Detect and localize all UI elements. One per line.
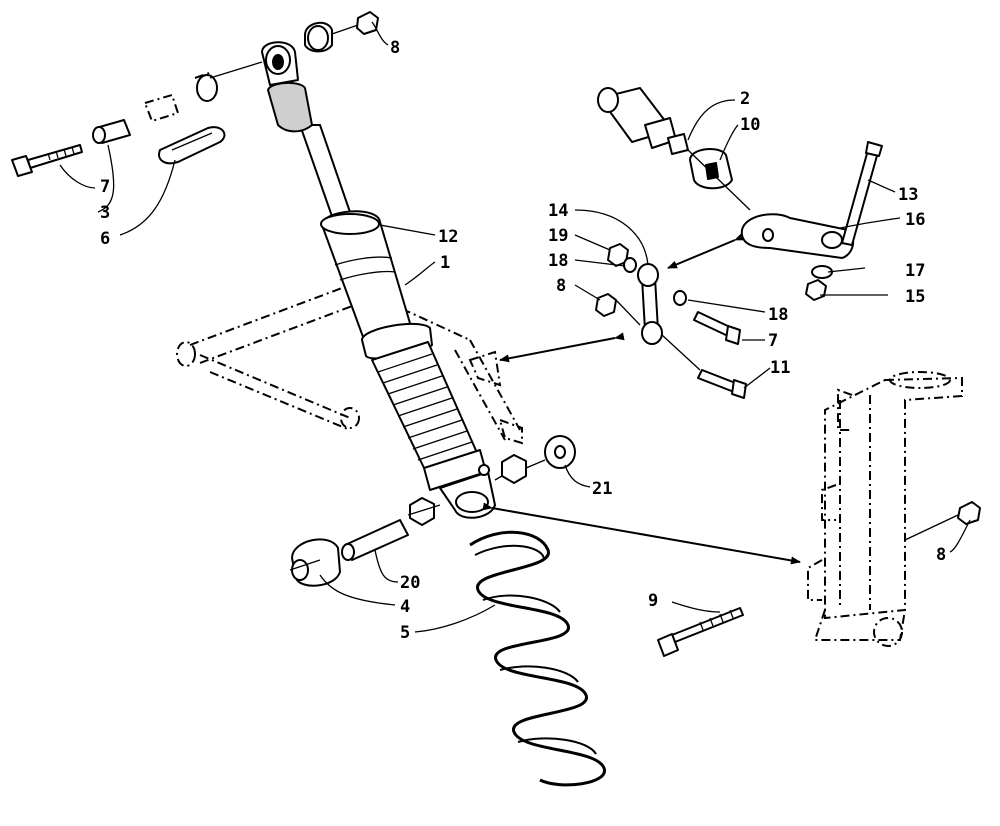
a-arm-outline (176, 283, 523, 445)
callout-19: 19 (548, 226, 568, 246)
callout-20: 20 (400, 573, 420, 593)
callout-12: 12 (438, 227, 458, 247)
callout-8-mid: 8 (556, 276, 566, 296)
callout-5: 5 (400, 623, 410, 643)
callout-18-right: 18 (768, 305, 788, 325)
coil-spring (469, 530, 606, 787)
callout-14: 14 (548, 201, 568, 221)
shock-absorber (261, 41, 496, 519)
callout-6: 6 (100, 229, 110, 249)
callout-15: 15 (905, 287, 925, 307)
assembly-arrows (482, 232, 801, 565)
bottom-mount-hardware (289, 435, 576, 587)
callout-10: 10 (740, 115, 760, 135)
top-mount-hardware (11, 11, 379, 177)
callout-11: 11 (770, 358, 790, 378)
callout-17: 17 (905, 261, 925, 281)
callout-21: 21 (592, 479, 612, 499)
spindle-hardware (657, 501, 981, 657)
callout-7-right: 7 (768, 331, 778, 351)
callout-1: 1 (440, 253, 450, 273)
callout-13: 13 (898, 185, 918, 205)
callout-18-left: 18 (548, 251, 568, 271)
callout-8-top: 8 (390, 38, 400, 58)
callout-2: 2 (740, 89, 750, 109)
callout-9: 9 (648, 591, 658, 611)
callout-7-left: 7 (100, 177, 110, 197)
callout-3: 3 (100, 203, 110, 223)
sway-bar-arm (597, 87, 883, 301)
callout-8-right: 8 (936, 545, 946, 565)
callout-4: 4 (400, 597, 410, 617)
spindle-outline (807, 371, 963, 647)
callout-16: 16 (905, 210, 925, 230)
sway-bar-link (595, 243, 747, 399)
leader-lines (59, 21, 971, 633)
callout-labels: 8 2 10 7 3 6 13 16 14 19 18 8 12 1 17 15… (100, 38, 946, 643)
